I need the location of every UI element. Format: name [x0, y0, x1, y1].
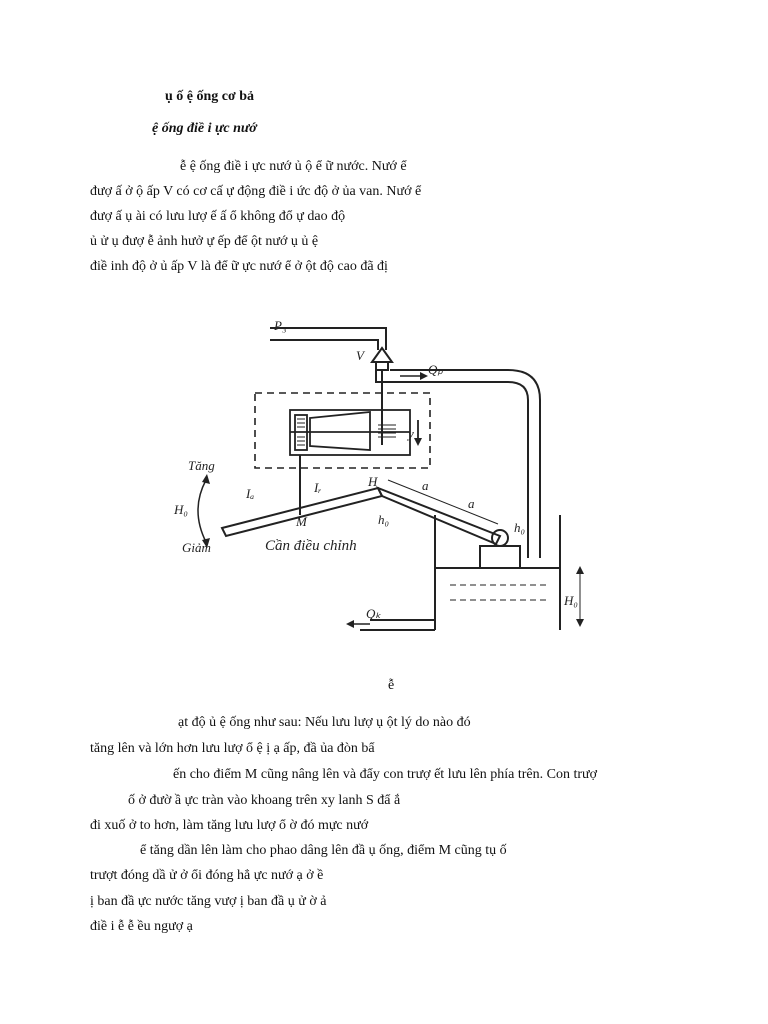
intro-line: đượ ấ ụ ài có lưu lượ ế ấ ổ không đổ ự d… — [90, 209, 346, 224]
figure-caption: ễ — [388, 678, 395, 693]
supply-pipe — [270, 327, 387, 350]
label-a1: a — [422, 478, 429, 493]
body-line: ố ở đườ ầ ực tràn vào khoang trên xy lan… — [128, 793, 401, 808]
actuator-housing — [254, 392, 431, 469]
label-h0-mid: h₀ — [378, 512, 389, 527]
label-giam: Giảm — [182, 540, 211, 555]
piston — [309, 411, 371, 451]
body-line: ị ban đầ ực nước tăng vượ ị ban đầ ụ ử ờ… — [90, 894, 327, 909]
intro-line: điề inh độ ở ủ ấp V là để ữ ực nướ ể ở ộ… — [90, 259, 388, 274]
outlet-pipe-outer2 — [390, 369, 541, 558]
body-line: trượt đóng dầ ử ở ổi đóng hẳ ực nướ ạ ở … — [90, 868, 324, 883]
label-h0-left: H₀ — [173, 502, 188, 517]
body-line: tăng lên và lớn hơn lưu lượ ổ ệ ị ạ ấp, … — [90, 741, 375, 756]
body-line: đi xuố ở to hơn, làm tăng lưu lượ ổ ờ đó… — [90, 818, 369, 833]
label-ia: Iₐ — [245, 486, 254, 501]
label-tang: Tăng — [188, 458, 215, 473]
label-y: y — [406, 426, 414, 441]
body-line: ến cho điểm M cũng nâng lên và đẩy con t… — [173, 767, 598, 782]
body-line: điề i ễ ễ ều ngượ ạ — [90, 919, 193, 934]
lever-right — [375, 486, 502, 546]
label-m: M — [295, 514, 308, 529]
label-qp: Qₚ — [428, 362, 443, 377]
label-ir: Iᵣ — [313, 480, 322, 495]
label-a2: a — [468, 496, 475, 511]
body-line: ể tăng dần lên làm cho phao dâng lên đầ … — [140, 843, 507, 858]
label-qk: Qₖ — [366, 606, 381, 621]
label-h0-right: h₀ — [514, 520, 525, 535]
intro-line: đượ ấ ở ộ ấp V có cơ cấ ự động điề i ức … — [90, 184, 422, 199]
valve-body — [375, 361, 389, 371]
float — [479, 545, 521, 569]
outlet-pipe-outer — [375, 370, 529, 558]
valve-v — [370, 346, 394, 363]
subsection-heading: ệ ống điề i ực nướ — [152, 121, 257, 136]
label-v: V — [356, 348, 366, 363]
label-h0-tank: H₀ — [563, 593, 578, 608]
supply-pipe-inner — [270, 339, 379, 350]
section-heading: ụ ố ệ ống cơ bả — [165, 89, 255, 104]
label-h: H — [367, 474, 378, 489]
intro-line: ễ ệ ống điề i ực nướ ủ ộ ể ữ nước. Nướ ể — [180, 159, 407, 174]
label-p3: P₃ — [273, 318, 286, 333]
water-level-control-diagram: P₃ V Qₚ y Tăng H₀ Giảm Iₐ Iᵣ H a a M h₀ … — [173, 318, 584, 631]
label-lever: Cần điều chỉnh — [265, 538, 357, 554]
body-line: ạt độ ủ ệ ống như sau: Nếu lưu lượ ụ ột … — [178, 715, 471, 730]
intro-line: ủ ử ụ đượ ễ ảnh hưở ự ếp để ột nướ ụ ủ ệ — [90, 234, 319, 249]
